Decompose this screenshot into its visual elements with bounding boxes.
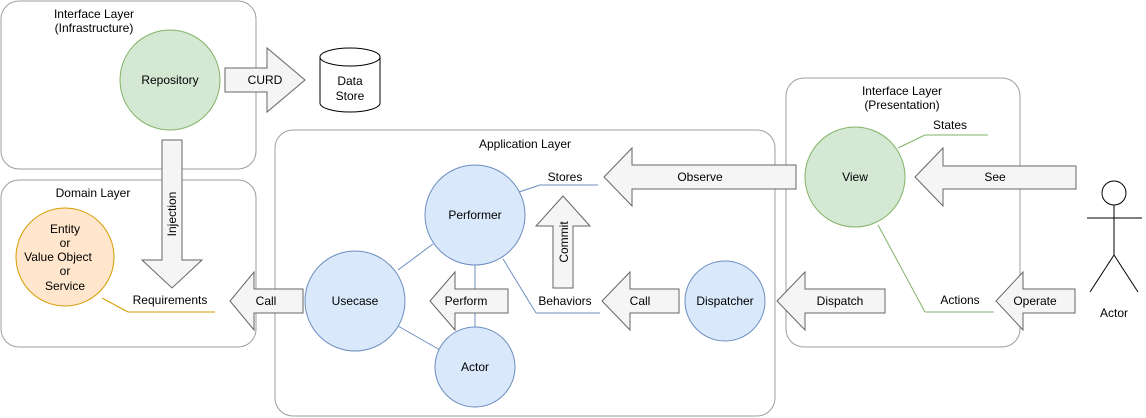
dispatch-arrow [776, 270, 886, 332]
data-store-cylinder [319, 47, 381, 113]
commit-arrow-label: Commit [557, 221, 571, 263]
performer-label: Performer [448, 208, 501, 222]
external-actor-label: Actor [1100, 306, 1128, 320]
requirements-label: Requirements [133, 293, 208, 307]
link-performer-behaviors [502, 258, 537, 314]
behaviors-label: Behaviors [538, 294, 591, 308]
data-store-label-2: Store [336, 89, 365, 103]
link-view-actions [877, 224, 926, 313]
commit-arrow [534, 195, 592, 289]
application-layer [274, 129, 776, 417]
actions-label: Actions [940, 293, 979, 307]
entity-label-3: Value Object [24, 250, 92, 264]
entity-label-5: Service [45, 279, 85, 293]
curd-arrow-label: CURD [248, 73, 283, 87]
infrastructure-layer-title-1: Interface Layer [54, 7, 134, 21]
dispatcher-label: Dispatcher [696, 294, 753, 308]
states-label: States [933, 118, 967, 132]
link-entity-requirements [101, 297, 129, 313]
performer-node [424, 164, 526, 266]
perform-arrow [429, 270, 509, 332]
view-node [804, 126, 906, 228]
curd-arrow [224, 46, 306, 114]
observe-arrow-label: Observe [677, 170, 723, 184]
observe-arrow [603, 146, 797, 208]
actor-stick-figure [1087, 180, 1142, 293]
infrastructure-layer-title-2: (Infrastructure) [55, 21, 134, 35]
actor-node [434, 326, 516, 408]
presentation-layer-title-1: Interface Layer [862, 84, 942, 98]
application-layer-title: Application Layer [479, 137, 571, 151]
call-domain-arrow-label: Call [256, 294, 277, 308]
entity-label-2: or [60, 236, 71, 250]
call-app-arrow [601, 270, 680, 332]
link-performer-stores [518, 184, 541, 193]
domain-layer-title: Domain Layer [56, 186, 131, 200]
injection-arrow-label: Injection [165, 192, 179, 237]
repository-node [119, 29, 221, 131]
dispatch-arrow-label: Dispatch [817, 294, 864, 308]
call-domain-arrow [229, 270, 304, 332]
stores-label: Stores [548, 170, 583, 184]
usecase-label: Usecase [332, 294, 379, 308]
operate-arrow-label: Operate [1013, 294, 1057, 308]
presentation-layer-title-2: (Presentation) [864, 98, 939, 112]
perform-arrow-label: Perform [445, 294, 488, 308]
call-app-arrow-label: Call [630, 294, 651, 308]
usecase-node [304, 250, 406, 352]
entity-node [15, 207, 115, 307]
view-label: View [842, 170, 868, 184]
entity-label-4: or [60, 264, 71, 278]
link-performer-usecase [397, 243, 434, 271]
link-usecase-actor [397, 325, 441, 351]
link-view-states [897, 134, 926, 149]
actor-node-label: Actor [461, 360, 489, 374]
repository-label: Repository [141, 73, 198, 87]
dispatcher-node [684, 260, 766, 342]
see-arrow [914, 146, 1077, 208]
data-store-label-1: Data [337, 74, 363, 88]
injection-arrow [140, 139, 204, 289]
entity-label-1: Entity [50, 222, 80, 236]
see-arrow-label: See [984, 170, 1006, 184]
operate-arrow [995, 270, 1076, 332]
